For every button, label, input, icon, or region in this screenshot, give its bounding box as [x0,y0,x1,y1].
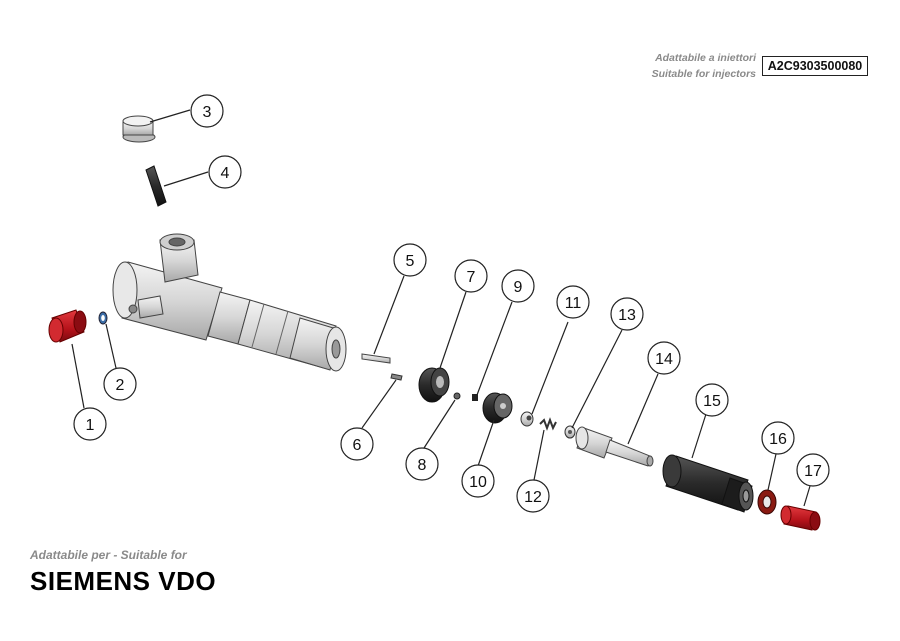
injector-body [112,233,347,372]
part-2-o-ring [98,311,108,325]
svg-text:1: 1 [86,417,95,434]
svg-text:14: 14 [655,351,673,368]
svg-text:10: 10 [469,474,487,491]
part-4-pin [145,165,167,207]
part-6-pin [390,373,403,381]
part-1-red-cap [48,309,87,343]
part-9-ball [472,394,478,401]
svg-text:11: 11 [565,295,582,312]
suitable-label-it: Adattabile a iniettori [655,52,756,64]
callout-17: 17 [796,453,830,487]
callout-6: 6 [340,427,374,461]
leader-lines [71,109,811,507]
svg-text:3: 3 [203,104,212,121]
callout-4: 4 [208,155,242,189]
callout-12: 12 [516,479,550,513]
suitable-for-injectors-label: Adattabile a iniettori Suitable for inje… [560,50,756,82]
part-13-ring [564,425,576,439]
svg-text:17: 17 [804,463,822,480]
svg-text:8: 8 [418,457,427,474]
part-5-rod [361,353,391,364]
callout-8: 8 [405,447,439,481]
svg-text:15: 15 [703,393,721,410]
svg-text:13: 13 [618,307,636,324]
svg-text:4: 4 [221,165,230,182]
part-code-box: A2C9303500080 [762,56,868,76]
callout-balloons: 1 2 3 4 5 6 7 8 9 10 11 12 13 14 15 16 1… [73,94,830,513]
svg-text:7: 7 [467,269,476,286]
part-12-spring [539,417,557,431]
callout-15: 15 [695,383,729,417]
part-3-cap [122,115,156,143]
svg-text:12: 12 [524,489,542,506]
part-7-disc [418,367,450,403]
callout-16: 16 [761,421,795,455]
callout-7: 7 [454,259,488,293]
callout-13: 13 [610,297,644,331]
callout-2: 2 [103,367,137,401]
callout-9: 9 [501,269,535,303]
svg-text:9: 9 [514,279,523,296]
callout-1: 1 [73,407,107,441]
svg-text:16: 16 [769,431,787,448]
part-14-nozzle [575,426,654,467]
part-11-sleeve [520,411,534,427]
brand-title: SIEMENS VDO [30,566,217,596]
svg-text:6: 6 [353,437,362,454]
part-16-washer [757,489,777,515]
callout-5: 5 [393,243,427,277]
svg-text:5: 5 [406,253,415,270]
suitable-label-en: Suitable for injectors [651,68,756,80]
callout-3: 3 [190,94,224,128]
part-8-small-pin [453,392,461,400]
callout-10: 10 [461,464,495,498]
part-17-red-cap [780,505,821,531]
part-10-disc [482,392,513,424]
svg-text:2: 2 [116,377,125,394]
callout-11: 11 [556,285,590,319]
brand-subtitle: Adattabile per - Suitable for [30,548,187,562]
callout-14: 14 [647,341,681,375]
part-15-nozzle-nut [662,454,754,513]
